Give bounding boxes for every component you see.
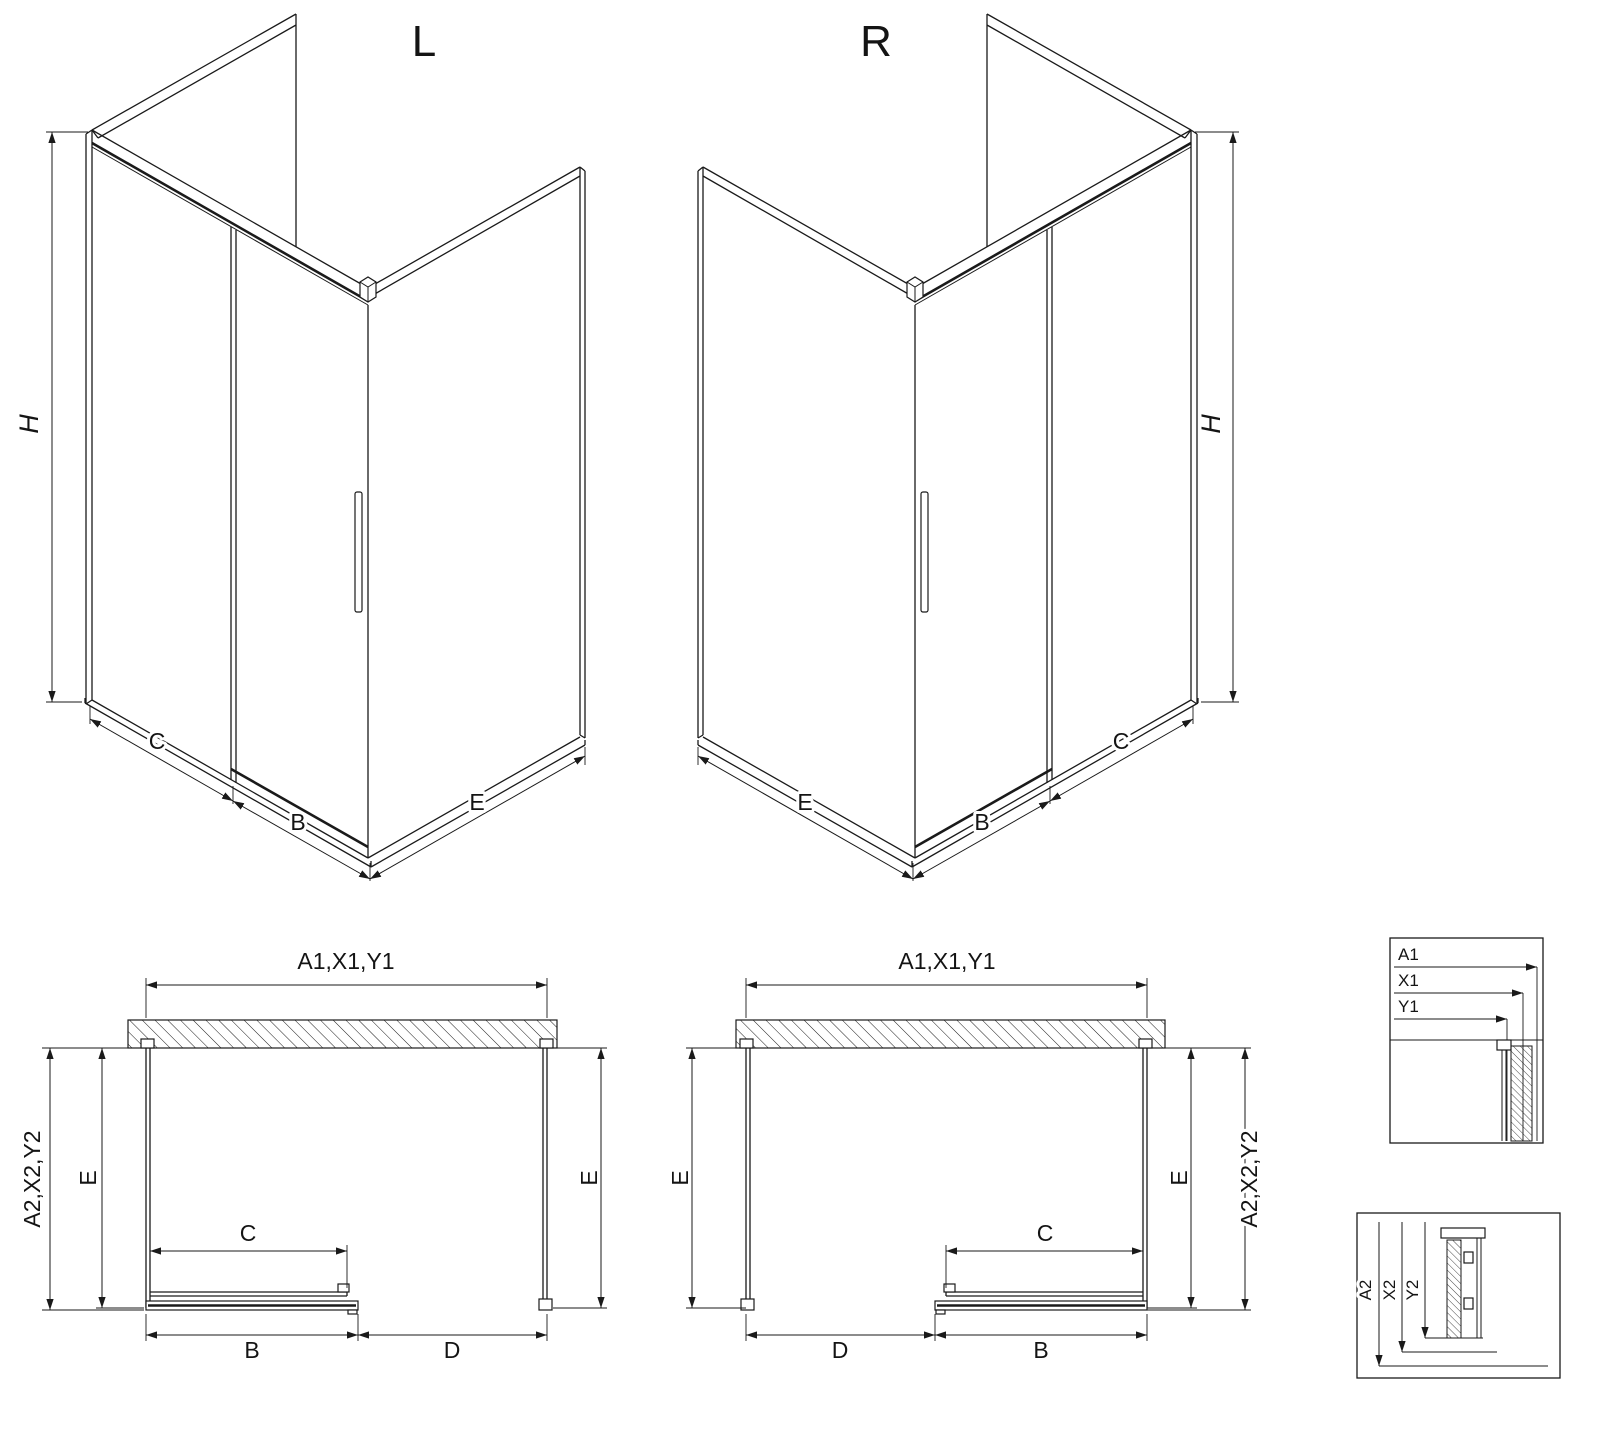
iso-right-title: R bbox=[860, 17, 892, 66]
detail-top-x1-label: X1 bbox=[1398, 971, 1419, 990]
plan-right-dim-a1-label: A1,X1,Y1 bbox=[898, 948, 995, 974]
plan-left-dimension-b-d: B D bbox=[145, 1314, 548, 1366]
iso-right-door-handle bbox=[920, 491, 929, 613]
plan-right-dimension-a2: A2,X2,Y2 bbox=[1147, 1048, 1265, 1311]
plan-left-side-panels bbox=[140, 1038, 554, 1311]
plan-right-end-bracket bbox=[740, 1298, 755, 1311]
iso-right-rear-side-panel bbox=[986, 13, 1192, 247]
iso-left-title: L bbox=[412, 17, 436, 66]
detail-top-wall-section bbox=[1496, 1039, 1533, 1142]
plan-right-dimension-e-right: E bbox=[1147, 1047, 1251, 1309]
iso-left-dimension-h: H bbox=[11, 131, 88, 703]
plan-left-door-handle bbox=[337, 1283, 350, 1293]
plan-left-dim-a2-label: A2,X2,Y2 bbox=[19, 1130, 45, 1227]
plan-right-dimension-e-left: E bbox=[664, 1047, 746, 1309]
iso-left-dimension-b: B bbox=[232, 800, 371, 881]
plan-left-dim-e-left-label: E bbox=[75, 1170, 101, 1185]
plan-right-view: A1,X1,Y1 E E A2,X2,Y2 C D B bbox=[664, 945, 1265, 1366]
detail-bottom-x2-label: X2 bbox=[1380, 1280, 1399, 1301]
iso-right-door-bottom-rail bbox=[914, 767, 1053, 849]
iso-left-dim-h-label: H bbox=[14, 414, 44, 434]
plan-left-dim-c-label: C bbox=[240, 1220, 257, 1246]
iso-left-corner-post bbox=[359, 276, 377, 303]
plan-left-dim-d-label: D bbox=[444, 1337, 461, 1363]
iso-right-front-wall bbox=[914, 129, 1192, 859]
plan-left-end-bracket bbox=[538, 1298, 553, 1311]
plan-left-dimension-a2: A2,X2,Y2 bbox=[16, 1047, 144, 1311]
plan-left-dimension-a1: A1,X1,Y1 bbox=[145, 945, 548, 1018]
detail-bottom-view: A2 X2 Y2 bbox=[1353, 1212, 1561, 1379]
plan-left-door-assembly bbox=[145, 1283, 359, 1315]
iso-left-dim-e-label: E bbox=[469, 789, 484, 815]
iso-left-right-side-panel bbox=[367, 166, 586, 859]
plan-left-wall-hatch bbox=[127, 1019, 558, 1049]
plan-right-dim-a2-label: A2,X2,Y2 bbox=[1236, 1130, 1262, 1227]
iso-right-dim-b-label: B bbox=[974, 809, 989, 835]
iso-left-dimension-e: E bbox=[369, 747, 586, 880]
iso-right-view: R H bbox=[697, 13, 1239, 881]
detail-top-a1-label: A1 bbox=[1398, 945, 1419, 964]
iso-right-dimension-h: H bbox=[1193, 131, 1239, 703]
iso-right-left-side-panel bbox=[697, 166, 916, 859]
iso-left-dim-c-label: C bbox=[149, 728, 166, 754]
plan-left-view: A1,X1,Y1 A2,X2,Y2 E E C B D bbox=[16, 945, 607, 1366]
iso-right-dimension-e: E bbox=[697, 747, 914, 880]
plan-left-dimension-c: C bbox=[149, 1217, 348, 1288]
iso-left-door-bottom-rail bbox=[230, 767, 369, 849]
iso-right-dimension-b: B bbox=[912, 800, 1051, 881]
detail-bottom-door-section bbox=[1440, 1227, 1486, 1339]
detail-top-y1-label: Y1 bbox=[1398, 997, 1419, 1016]
detail-bottom-y2-label: Y2 bbox=[1403, 1280, 1422, 1301]
plan-right-dimension-a1: A1,X1,Y1 bbox=[745, 945, 1148, 1018]
iso-left-wall-profile bbox=[85, 129, 93, 705]
detail-bottom-a2-label: A2 bbox=[1356, 1280, 1375, 1301]
detail-roller-top bbox=[1463, 1251, 1474, 1264]
iso-left-door-handle bbox=[354, 491, 363, 613]
plan-right-dim-b-label: B bbox=[1033, 1337, 1048, 1363]
iso-left-dim-b-label: B bbox=[290, 809, 305, 835]
detail-roller-bottom bbox=[1463, 1297, 1474, 1310]
iso-right-corner-post bbox=[906, 276, 924, 303]
plan-right-dimension-b-d: D B bbox=[745, 1314, 1148, 1366]
plan-right-dim-e-right-label: E bbox=[1166, 1170, 1192, 1185]
iso-right-wall-profile bbox=[1190, 129, 1198, 705]
iso-right-dim-c-label: C bbox=[1113, 728, 1130, 754]
iso-right-shower-tray bbox=[697, 698, 1199, 868]
iso-left-view: L H bbox=[11, 13, 586, 881]
plan-right-wall-hatch bbox=[735, 1019, 1166, 1049]
plan-right-door-handle bbox=[943, 1283, 956, 1293]
plan-left-dimension-e-right: E bbox=[553, 1047, 607, 1309]
plan-right-dimension-c: C bbox=[945, 1217, 1144, 1288]
iso-left-dimension-c: C bbox=[89, 706, 234, 804]
plan-left-dimension-e-left: E bbox=[72, 1048, 144, 1309]
plan-left-dim-a1-label: A1,X1,Y1 bbox=[297, 948, 394, 974]
plan-right-dim-c-label: C bbox=[1037, 1220, 1054, 1246]
iso-right-dim-h-label: H bbox=[1196, 414, 1226, 434]
detail-top-view: A1 X1 Y1 bbox=[1389, 937, 1544, 1144]
iso-right-door-edge bbox=[1046, 227, 1053, 783]
iso-left-door-edge bbox=[230, 227, 237, 783]
plan-right-dim-d-label: D bbox=[832, 1337, 849, 1363]
iso-right-dim-e-label: E bbox=[797, 789, 812, 815]
plan-right-dim-e-left-label: E bbox=[667, 1170, 693, 1185]
iso-left-front-wall bbox=[91, 129, 369, 859]
plan-left-dim-b-label: B bbox=[244, 1337, 259, 1363]
iso-left-rear-side-panel bbox=[91, 13, 297, 247]
plan-left-dim-e-right-label: E bbox=[576, 1170, 602, 1185]
plan-right-door-assembly bbox=[934, 1283, 1148, 1315]
iso-right-dimension-c: C bbox=[1049, 706, 1194, 804]
iso-left-shower-tray bbox=[84, 698, 586, 868]
